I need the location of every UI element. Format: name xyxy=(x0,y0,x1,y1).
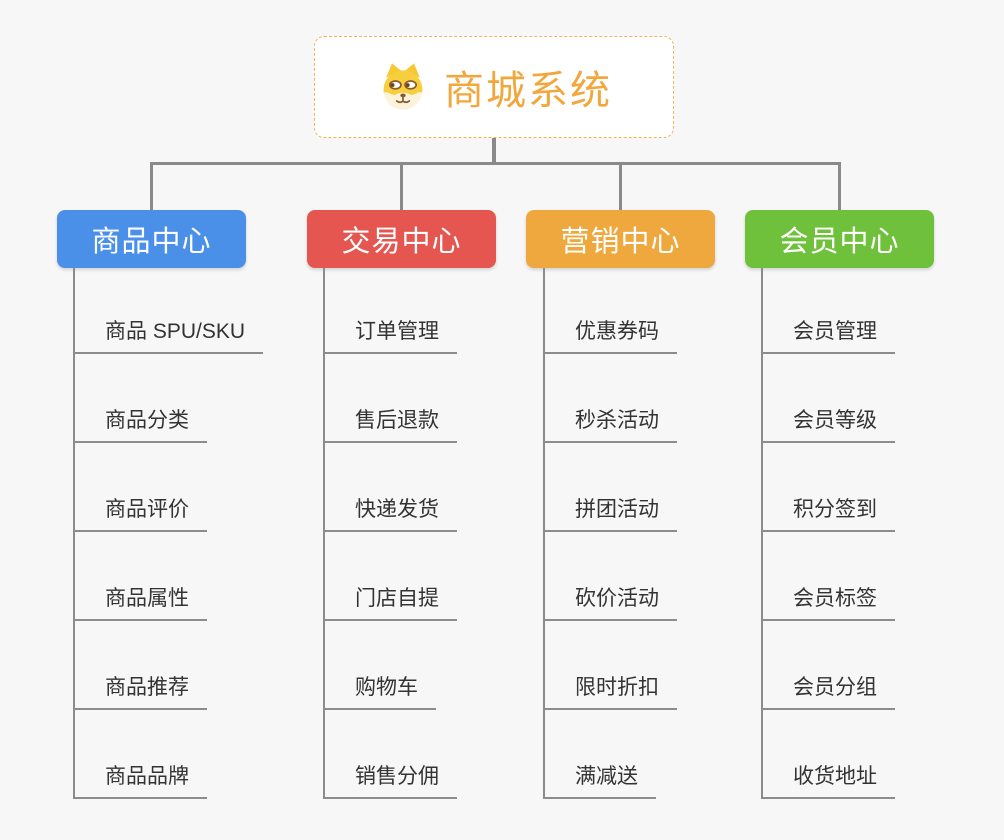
connector-drop xyxy=(400,164,403,211)
root-title: 商城系统 xyxy=(444,69,612,113)
branch-node-3[interactable]: 会员中心 xyxy=(745,210,934,268)
connector-line xyxy=(73,268,75,799)
branch-node-1[interactable]: 交易中心 xyxy=(307,210,496,268)
child-topic[interactable]: 秒杀活动 xyxy=(543,409,677,443)
child-topic[interactable]: 商品品牌 xyxy=(73,765,207,799)
connector-line xyxy=(543,268,545,799)
connector-drop xyxy=(150,164,153,211)
connector-line xyxy=(761,268,763,799)
branch-children-column-3: 会员管理会员等级积分签到会员标签会员分组收货地址 xyxy=(761,268,991,799)
branch-children-column-2: 优惠券码秒杀活动拼团活动砍价活动限时折扣满减送 xyxy=(543,268,773,799)
child-topic[interactable]: 商品分类 xyxy=(73,409,207,443)
child-topic[interactable]: 拼团活动 xyxy=(543,498,677,532)
child-topic[interactable]: 销售分佣 xyxy=(323,765,457,799)
child-topic[interactable]: 砍价活动 xyxy=(543,587,677,621)
child-topic[interactable]: 会员管理 xyxy=(761,320,895,354)
child-topic[interactable]: 商品推荐 xyxy=(73,676,207,710)
child-topic[interactable]: 门店自提 xyxy=(323,587,457,621)
child-topic[interactable]: 会员等级 xyxy=(761,409,895,443)
connector-drop xyxy=(838,164,841,211)
child-topic[interactable]: 优惠券码 xyxy=(543,320,677,354)
child-topic[interactable]: 订单管理 xyxy=(323,320,457,354)
child-topic[interactable]: 商品 SPU/SKU xyxy=(73,320,264,354)
child-topic[interactable]: 限时折扣 xyxy=(543,676,677,710)
connector-horizontal-bar xyxy=(150,162,841,165)
child-topic[interactable]: 商品属性 xyxy=(73,587,207,621)
branch-node-2[interactable]: 营销中心 xyxy=(526,210,715,268)
child-topic[interactable]: 快递发货 xyxy=(323,498,457,532)
branch-node-0[interactable]: 商品中心 xyxy=(57,210,246,268)
branch-children-column-1: 订单管理售后退款快递发货门店自提购物车销售分佣 xyxy=(323,268,553,799)
dog-face-icon xyxy=(376,60,430,114)
connector-root-stub xyxy=(492,138,496,164)
child-topic[interactable]: 积分签到 xyxy=(761,498,895,532)
connector-line xyxy=(323,268,325,799)
branch-children-column-0: 商品 SPU/SKU 商品分类商品评价商品属性商品推荐商品品牌 xyxy=(73,268,303,799)
child-topic[interactable]: 商品评价 xyxy=(73,498,207,532)
child-topic[interactable]: 售后退款 xyxy=(323,409,457,443)
child-topic[interactable]: 会员分组 xyxy=(761,676,895,710)
child-topic[interactable]: 会员标签 xyxy=(761,587,895,621)
child-topic[interactable]: 满减送 xyxy=(543,765,656,799)
root-node[interactable]: 商城系统 xyxy=(314,36,674,138)
child-topic[interactable]: 收货地址 xyxy=(761,765,895,799)
child-topic[interactable]: 购物车 xyxy=(323,676,436,710)
connector-drop xyxy=(619,164,622,211)
